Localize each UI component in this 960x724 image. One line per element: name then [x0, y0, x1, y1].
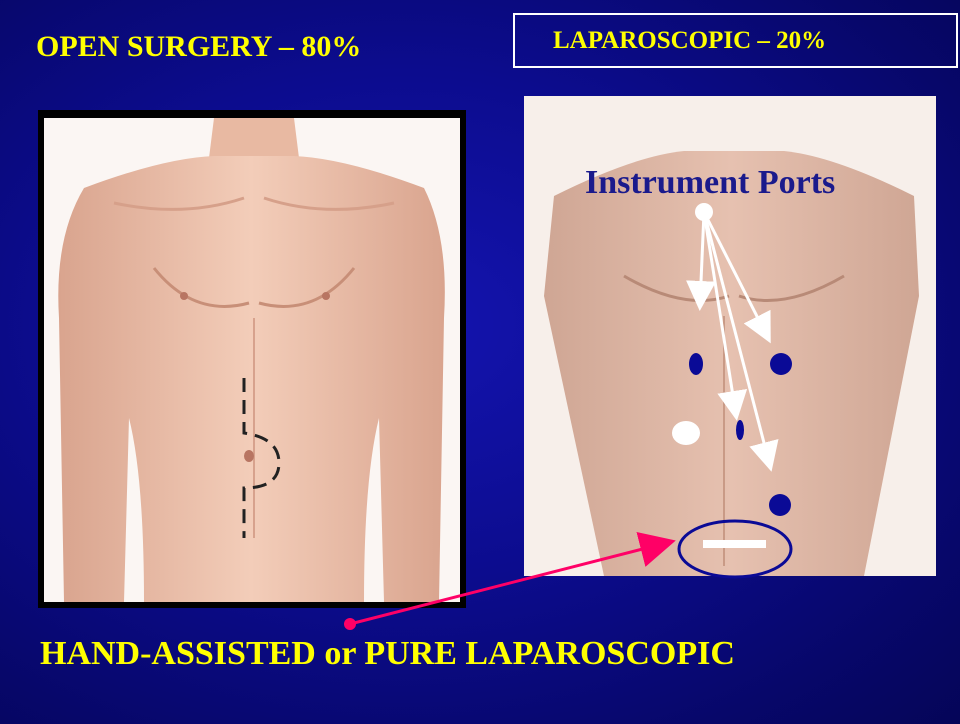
hand-assisted-label: HAND-ASSISTED or PURE LAPAROSCOPIC [40, 635, 735, 673]
port-dot [769, 494, 791, 516]
port-dot-white [672, 421, 700, 445]
port-dot [770, 353, 792, 375]
hand-port-incision [703, 540, 766, 548]
port-dot [689, 353, 703, 375]
pointer-origin [344, 618, 356, 630]
port-dot [736, 420, 744, 440]
port-arrows [700, 212, 770, 466]
pointer-arrow [350, 542, 670, 624]
hand-port-circle [679, 521, 791, 577]
